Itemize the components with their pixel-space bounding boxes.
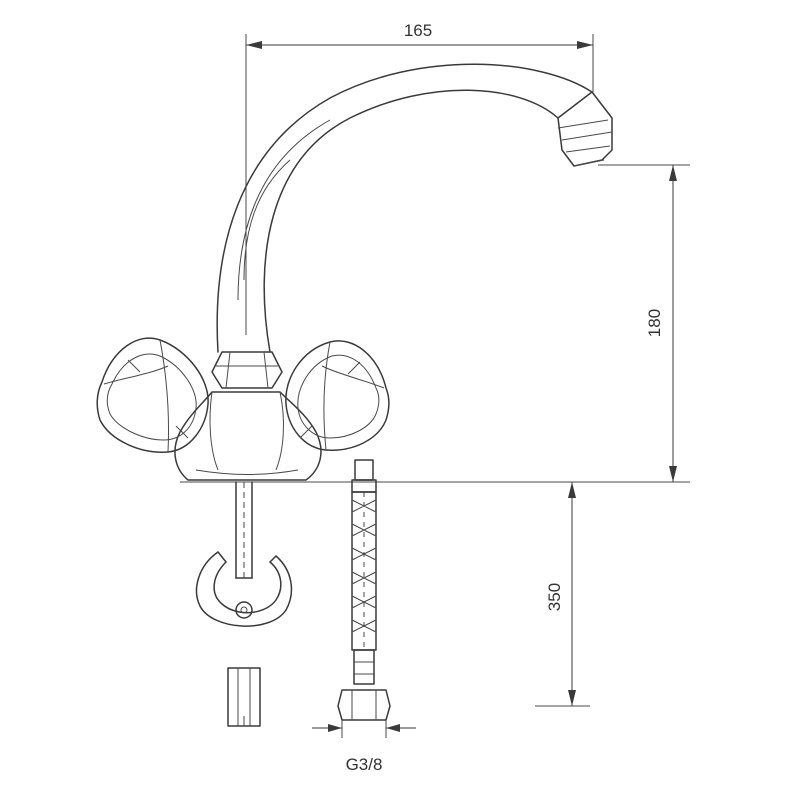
dimension-label-hose-length: 350 (545, 583, 564, 611)
flexible-hose (337, 459, 391, 721)
dimension-hose-length: 350 (535, 482, 590, 707)
dimension-label-spout-height: 180 (645, 309, 664, 337)
dimension-hose-thread: G3/8 (312, 720, 416, 774)
faucet-body (174, 351, 322, 481)
faucet-spout (216, 63, 613, 353)
mounting-stud (235, 481, 253, 579)
mounting-plate (195, 551, 293, 627)
dimension-spout-reach: 165 (245, 21, 594, 335)
right-handle (285, 340, 390, 451)
dimension-label-spout-reach: 165 (404, 21, 432, 40)
left-handle (96, 337, 209, 453)
dimension-spout-height: 180 (180, 164, 690, 483)
lock-nut (227, 667, 261, 727)
dimension-label-hose-thread: G3/8 (346, 755, 383, 774)
